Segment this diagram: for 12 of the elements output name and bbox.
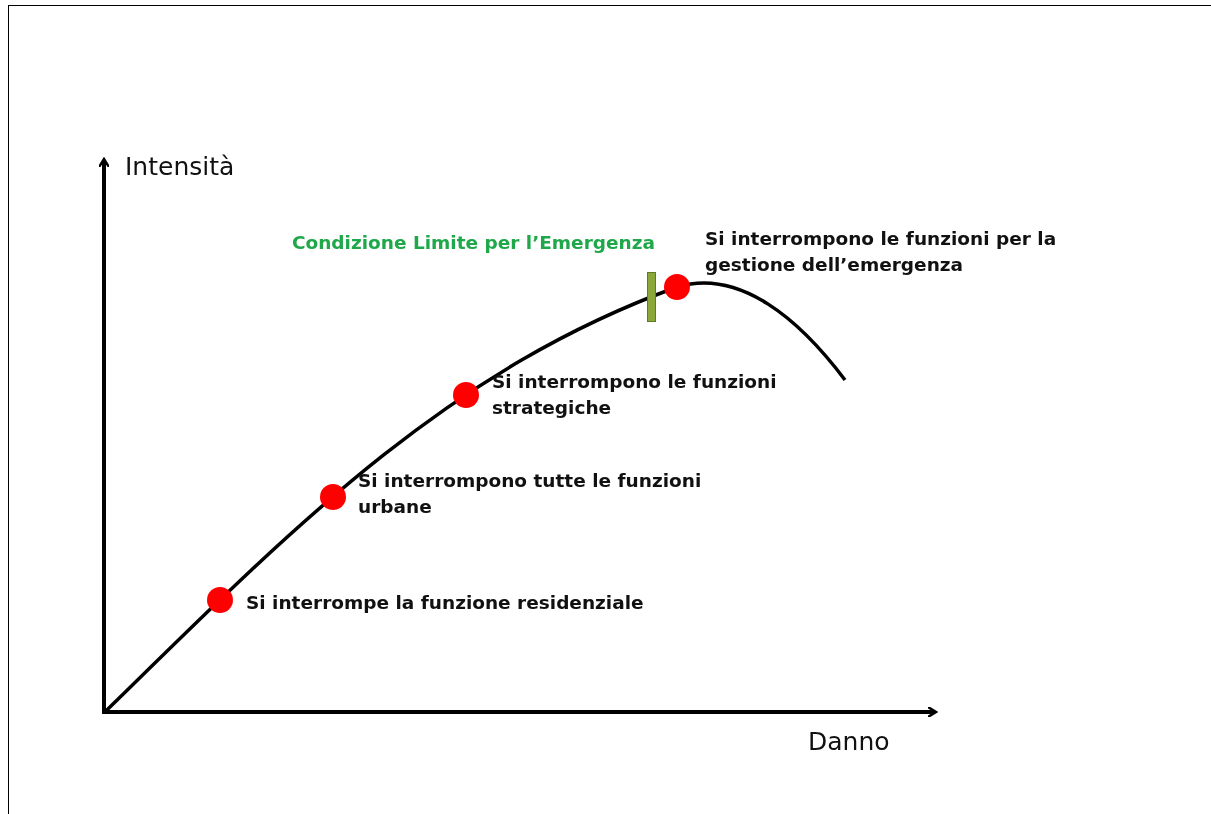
- point-marker: [453, 381, 479, 408]
- y-axis-label: Intensità: [125, 152, 235, 181]
- point-marker: [664, 274, 690, 300]
- annotation-text: Si interrompe la funzione residenziale: [246, 591, 645, 615]
- limit-marker: [646, 271, 656, 322]
- annotation-text: Condizione Limite per l’Emergenza: [290, 231, 655, 255]
- annotation-text: Si interrompono le funzioni per la gestione dell’emergenza: [705, 227, 1058, 277]
- point-marker: [320, 483, 346, 510]
- annotation-text: Si interrompono tutte le funzioni urbane: [358, 469, 703, 519]
- annotation-text: Si interrompono le funzioni strategiche: [492, 370, 778, 420]
- point-marker: [207, 586, 233, 613]
- x-axis-label: Danno: [808, 727, 890, 756]
